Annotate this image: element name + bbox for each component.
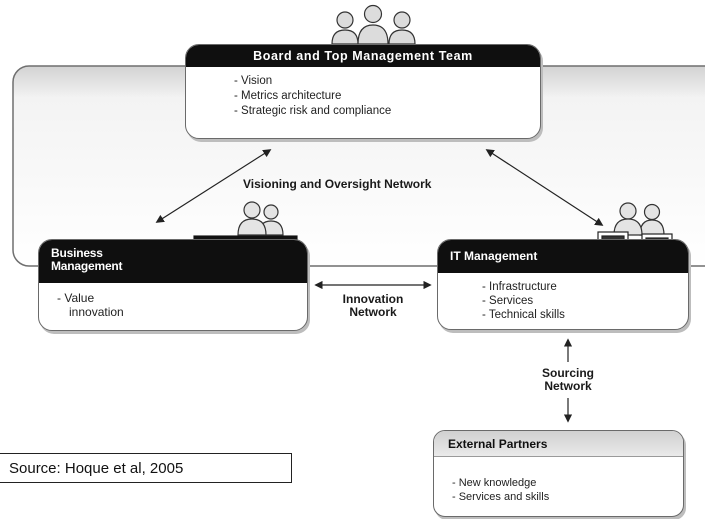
it-management-box: IT Management - Infrastructure - Service… xyxy=(437,239,689,330)
external-title: External Partners xyxy=(434,431,683,457)
external-item: - Services and skills xyxy=(452,491,550,503)
board-title: Board and Top Management Team xyxy=(186,45,540,67)
people-group-icon xyxy=(331,4,416,45)
people-it-icon xyxy=(613,202,665,236)
source-citation: Source: Hoque et al, 2005 xyxy=(0,453,292,483)
business-title-line2: Management xyxy=(51,259,123,273)
business-title-line1: Business xyxy=(51,246,103,260)
business-title: Business Management xyxy=(39,240,307,283)
people-business-icon xyxy=(237,201,284,236)
visioning-arrow-left xyxy=(155,149,272,223)
external-items: - New knowledge - Services and skills xyxy=(452,476,549,504)
business-items: - Value innovation xyxy=(57,291,124,319)
innovation-label-line2: Network xyxy=(349,305,397,319)
it-title: IT Management xyxy=(438,240,688,273)
innovation-label-line1: Innovation xyxy=(342,292,404,306)
business-item: innovation xyxy=(69,305,124,319)
board-item: - Vision xyxy=(234,75,273,87)
it-item: - Infrastructure xyxy=(482,281,557,293)
board-item: - Strategic risk and compliance xyxy=(234,105,392,117)
it-items: - Infrastructure - Services - Technical … xyxy=(482,280,565,322)
business-item: - Value xyxy=(57,291,95,305)
innovation-network-label: Innovation Network xyxy=(318,293,428,319)
board-item: - Metrics architecture xyxy=(234,90,342,102)
visioning-network-label: Visioning and Oversight Network xyxy=(243,177,432,191)
external-partners-box: External Partners - New knowledge - Serv… xyxy=(433,430,684,517)
business-management-box: Business Management - Value innovation xyxy=(38,239,308,331)
sourcing-label-line1: Sourcing xyxy=(541,366,594,380)
board-items: - Vision - Metrics architecture - Strate… xyxy=(234,74,391,119)
sourcing-label-line2: Network xyxy=(544,379,592,393)
it-item: - Services xyxy=(482,295,534,307)
external-item: - New knowledge xyxy=(452,477,537,489)
it-item: - Technical skills xyxy=(482,309,565,321)
board-management-box: Board and Top Management Team - Vision -… xyxy=(185,44,541,139)
visioning-arrow-right xyxy=(485,149,604,226)
sourcing-network-label: Sourcing Network xyxy=(528,367,608,393)
